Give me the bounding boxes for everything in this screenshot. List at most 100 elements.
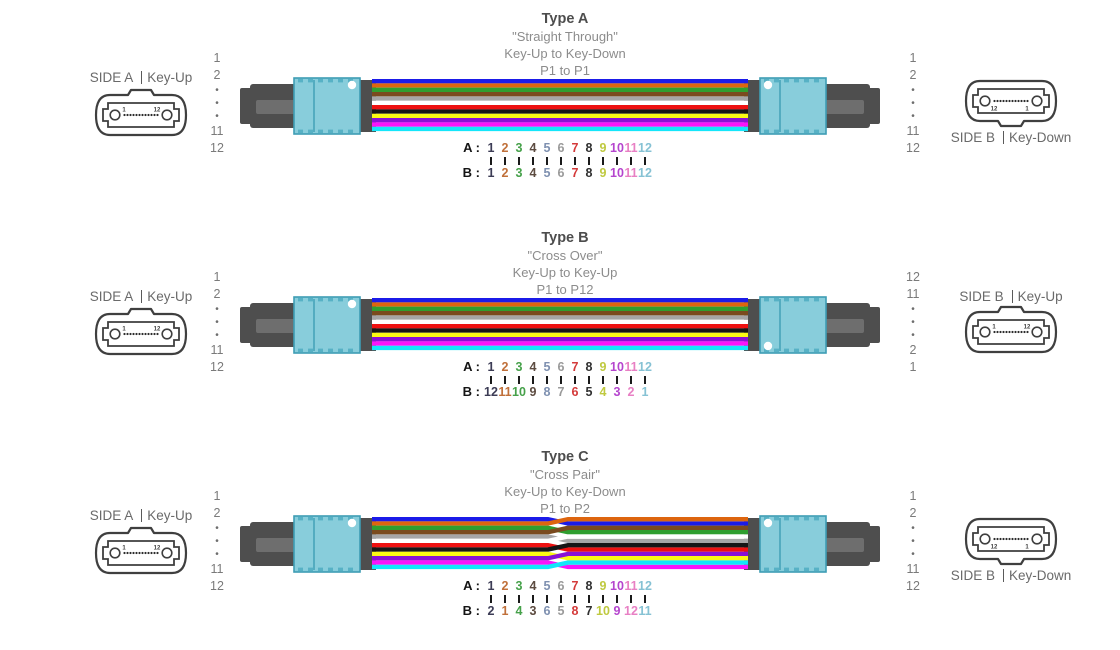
mapping-tick [560, 375, 562, 384]
position-number: 11 [210, 562, 224, 576]
side-name: SIDE A [89, 289, 134, 304]
side-b-fiber-number: 11 [638, 604, 652, 618]
position-ellipsis-dot: • [911, 304, 915, 315]
position-number: 12 [906, 579, 920, 593]
mapping-tick-cell [512, 156, 526, 165]
side-a-fiber-number: 5 [543, 360, 551, 374]
mapping-tick-cell [568, 594, 582, 603]
row-a-label: A : [463, 140, 480, 155]
side-a-fiber-number: 1 [487, 579, 495, 593]
side-a-fiber-number: 7 [571, 141, 579, 155]
mapping-tick-cell [540, 156, 554, 165]
mapping-tick-cell [596, 375, 610, 384]
side-a-fiber-number: 4 [529, 360, 537, 374]
side-a-fiber-number: 8 [585, 360, 593, 374]
position-ellipsis-dot: • [911, 549, 915, 560]
side-a-fiber-number: 3 [515, 579, 523, 593]
mapping-tick [504, 594, 506, 603]
side-a-fiber-number: 6 [557, 141, 565, 155]
mapping-tick [602, 375, 604, 384]
label-divider [1002, 569, 1004, 582]
mapping-tick-cell [610, 375, 624, 384]
side-a-fiber-number: 4 [529, 141, 537, 155]
mapping-tick [504, 375, 506, 384]
side-b-fiber-number: 6 [543, 604, 551, 618]
svg-text:1: 1 [992, 325, 996, 331]
key-orientation-line: Key-Up to Key-Down [504, 46, 626, 61]
position-ellipsis-dot: • [911, 111, 915, 122]
mapping-tick-cell [582, 156, 596, 165]
side-b-fiber-number: 12 [484, 385, 498, 399]
mapping-tick [546, 156, 548, 165]
mapping-tick-cell [484, 375, 498, 384]
mapping-tick [616, 156, 618, 165]
mapping-tick [644, 156, 646, 165]
mapping-tick [532, 156, 534, 165]
side-b-fiber-number: 3 [613, 385, 621, 399]
mapping-tick [518, 594, 520, 603]
title-block: Type A "Straight Through" Key-Up to Key-… [390, 10, 740, 79]
side-a-fiber-number: 10 [610, 360, 624, 374]
mapping-tick-cell [498, 594, 512, 603]
section-subtitle: "Cross Over" [527, 248, 603, 263]
position-number: 2 [213, 287, 221, 301]
side-b-fiber-number: 4 [515, 604, 523, 618]
position-number: 1 [213, 270, 221, 284]
port-mapping-line: P1 to P2 [540, 501, 590, 516]
section-subtitle: "Cross Pair" [530, 467, 600, 482]
mapping-tick [602, 594, 604, 603]
mapping-tick-cell [526, 156, 540, 165]
mapping-tick-cell [484, 594, 498, 603]
side-b-fiber-number: 1 [501, 604, 509, 618]
side-a-fiber-number: 3 [515, 360, 523, 374]
position-number: 12 [210, 579, 224, 593]
label-divider [141, 71, 143, 84]
type-a-section: Type A "Straight Through" Key-Up to Key-… [0, 10, 1120, 220]
mapping-tick-cell [540, 375, 554, 384]
key-orientation: Key-Up [147, 508, 193, 523]
position-number: 12 [906, 270, 920, 284]
side-a-fiber-number: 10 [610, 579, 624, 593]
cable-illustration [240, 296, 880, 354]
mapping-tick [602, 156, 604, 165]
side-a-fiber-number: 12 [638, 360, 652, 374]
port-mapping-line: P1 to P12 [536, 282, 594, 297]
position-ellipsis-dot: • [911, 98, 915, 109]
mapping-tick [532, 594, 534, 603]
key-orientation: Key-Up [147, 70, 193, 85]
spacer [454, 156, 480, 165]
position-number: 1 [909, 360, 917, 374]
mapping-tick-cell [498, 375, 512, 384]
mapping-tick [518, 375, 520, 384]
position-number: 11 [906, 124, 920, 138]
position-number: 2 [909, 506, 917, 520]
side-a-fiber-number: 11 [624, 579, 638, 593]
position-ellipsis-dot: • [215, 111, 219, 122]
side-name: SIDE B [959, 289, 1004, 304]
mapping-tick [616, 594, 618, 603]
mapping-tick-cell [498, 156, 512, 165]
side-b-fiber-number: 9 [529, 385, 537, 399]
side-b-fiber-number: 8 [585, 166, 593, 180]
mapping-tick-cell [568, 156, 582, 165]
mapping-tick-cell [596, 594, 610, 603]
svg-text:12: 12 [991, 107, 998, 113]
position-ellipsis-dot: • [911, 330, 915, 341]
